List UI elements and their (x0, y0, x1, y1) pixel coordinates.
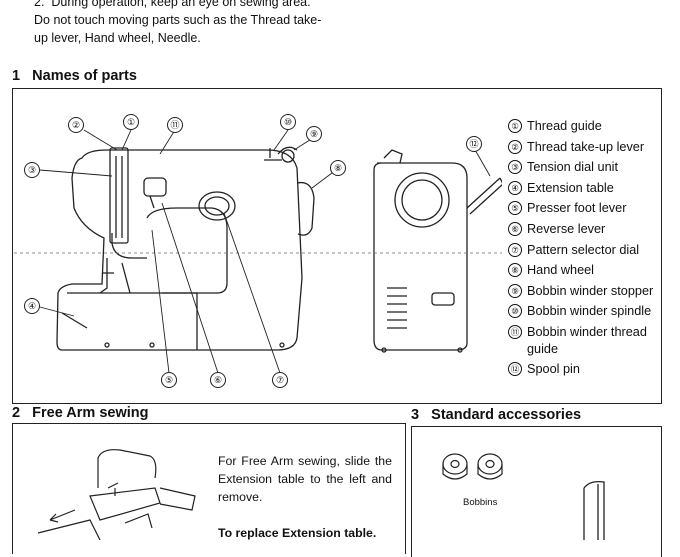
part-label: Bobbin winder thread (527, 324, 647, 339)
list-item: ① Thread guide (508, 116, 653, 137)
callout-8: ⑧ (334, 163, 342, 173)
list-item: ⑪ Bobbin winder thread (508, 322, 653, 343)
callout-6: ⑥ (214, 375, 222, 385)
part-number: ③ (508, 160, 522, 175)
intro-line-3: up lever, Hand wheel, Needle. (34, 31, 201, 45)
bobbins-illustration (442, 453, 503, 480)
part-label: Bobbin winder spindle (527, 304, 652, 319)
list-item: ⑦ Pattern selector dial (508, 240, 653, 261)
list-item: ⑩ Bobbin winder spindle (508, 301, 653, 322)
list-item: ⑨ Bobbin winder stopper (508, 281, 653, 302)
part-number: ① (508, 119, 522, 133)
part-label: Thread guide (527, 119, 602, 133)
part-label: Pattern selector dial (527, 242, 640, 257)
list-item: ③ Tension dial unit (508, 157, 653, 178)
section-1-title: Names of parts (32, 68, 137, 84)
part-number: ⑨ (508, 283, 522, 298)
part-label: Extension table (527, 180, 614, 195)
callout-2: ② (72, 120, 80, 130)
names-of-parts-box (12, 88, 662, 404)
section-3-heading: 3 Standard accessories (411, 407, 581, 423)
callout-4: ④ (28, 301, 36, 311)
part-number: ④ (508, 180, 522, 195)
callout-11: ⑪ (170, 120, 179, 130)
part-label: Reverse lever (527, 221, 606, 236)
section-2-number: 2 (12, 405, 21, 421)
list-item: ② Thread take-up lever (508, 137, 653, 158)
section-3-number: 3 (411, 407, 420, 423)
callout-3: ③ (28, 165, 36, 175)
part-number: ⑫ (508, 362, 522, 377)
list-item: ④ Extension table (508, 178, 653, 199)
parts-list: ① Thread guide ② Thread take-up lever ③ Ten… (508, 116, 653, 380)
part-number: ⑩ (508, 304, 522, 319)
intro-line-2: Do not touch moving parts such as the Th… (34, 13, 322, 27)
callout-10: ⑩ (284, 117, 292, 127)
intro-line-1: During operation, keep an eye on sewing … (51, 0, 311, 9)
callout-7: ⑦ (276, 375, 284, 385)
intro-warning: 2. During operation, keep an eye on sewi… (34, 0, 354, 47)
section-1-number: 1 (12, 68, 21, 84)
part-number: ⑤ (508, 201, 522, 216)
callout-12: ⑫ (469, 139, 478, 149)
list-item: ⑤ Presser foot lever (508, 198, 653, 219)
free-arm-instructions: For Free Arm sewing, slide the Extension… (218, 452, 392, 542)
callout-9: ⑨ (310, 129, 318, 139)
callout-5: ⑤ (165, 375, 173, 385)
part-label: guide (527, 341, 559, 356)
free-arm-box (12, 423, 406, 554)
bobbins-label: Bobbins (463, 497, 498, 508)
list-item: ⑥ Reverse lever (508, 219, 653, 240)
part-number: ② (508, 139, 522, 154)
part-label: Tension dial unit (527, 160, 618, 175)
part-label: Hand wheel (527, 263, 595, 278)
part-label: Spool pin (527, 362, 580, 377)
part-label: Bobbin winder stopper (527, 283, 654, 298)
list-item: guide (508, 339, 653, 360)
section-2-title: Free Arm sewing (32, 405, 149, 421)
sewing-machine-illustration: ② ① ③ ④ ⑤ ⑥ ⑦ ⑧ ⑨ ⑩ ⑪ ⑫ (12, 114, 502, 388)
section-3-title: Standard accessories (431, 407, 582, 423)
list-item: ⑫ Spool pin (508, 359, 653, 380)
accessories-box (411, 426, 662, 557)
part-number: ⑥ (508, 221, 522, 236)
section-2-heading: 2 Free Arm sewing (12, 405, 148, 421)
callout-1: ① (127, 117, 135, 127)
part-label: Thread take-up lever (527, 139, 645, 154)
part-label: Presser foot lever (527, 201, 627, 216)
list-item: ⑧ Hand wheel (508, 260, 653, 281)
free-arm-illustration (37, 449, 196, 540)
intro-number: 2. (34, 0, 45, 9)
free-arm-paragraph: For Free Arm sewing, slide the Extension… (218, 454, 392, 504)
accessory-case-illustration (583, 480, 605, 540)
part-number: ⑦ (508, 242, 522, 257)
part-number: ⑪ (508, 324, 522, 339)
section-1-heading: 1 Names of parts (12, 68, 137, 84)
part-number: ⑧ (508, 263, 522, 278)
replace-extension-heading: To replace Extension table. (218, 526, 377, 540)
